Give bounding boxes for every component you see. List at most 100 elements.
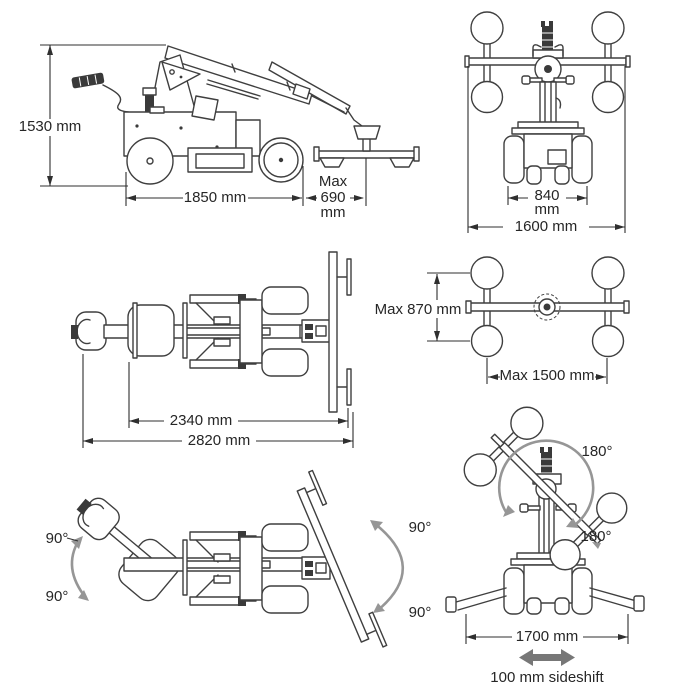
bolt-dot xyxy=(135,124,139,128)
outrigger-foot xyxy=(445,596,457,613)
cylinder-bolt xyxy=(541,21,545,27)
suction-cup xyxy=(470,256,504,290)
pad-frame-drawing xyxy=(465,256,630,358)
suction-cup xyxy=(470,80,504,114)
chassis-plate xyxy=(517,121,579,129)
angle-rotation-upper: 180° xyxy=(581,443,612,460)
mast-lines xyxy=(544,81,552,127)
chassis-plate xyxy=(511,127,585,135)
pad-frame-bar xyxy=(498,441,594,537)
pivot-bolt xyxy=(169,69,175,75)
side-knob xyxy=(521,75,531,85)
pad-bar-endcap xyxy=(313,146,320,162)
sideshift-arrow-right xyxy=(561,649,575,666)
outrigger-foot xyxy=(633,595,645,612)
dim-pad-max-3: mm xyxy=(321,204,346,221)
crossbar-top xyxy=(328,251,338,413)
control-pod xyxy=(145,94,154,118)
boom-collar xyxy=(292,83,311,100)
knob-shaft xyxy=(553,77,567,83)
cylinder-cap xyxy=(238,596,246,606)
rear-wheel-top xyxy=(261,286,309,315)
front-wheel xyxy=(126,137,174,185)
hub-block xyxy=(305,561,313,567)
cylinder-cap xyxy=(238,531,246,541)
side-view: 1530 mm 1850 mm Max 690 mm xyxy=(17,44,420,221)
suction-cup xyxy=(470,11,504,45)
wheel xyxy=(571,135,593,184)
tiller-grip xyxy=(71,325,78,339)
hub-block xyxy=(305,324,313,330)
tiller-turned xyxy=(76,497,154,566)
top-view: 2340 mm 2820 mm xyxy=(71,251,354,449)
dim-side-height-group: 1530 mm xyxy=(17,44,166,187)
wheel-inner xyxy=(526,165,542,185)
tilt-arc xyxy=(372,521,405,613)
angle-steer-down: 90° xyxy=(46,588,69,605)
side-knob xyxy=(565,75,575,85)
mid-plate xyxy=(213,575,231,584)
steer-leader xyxy=(66,537,79,542)
mast-front xyxy=(539,81,557,127)
pad-frame-rotated xyxy=(463,406,628,571)
hub-dashed xyxy=(533,293,561,321)
tilt-arrow-up xyxy=(370,520,383,531)
cylinder-bolt xyxy=(549,21,553,27)
suction-cup xyxy=(549,539,581,571)
control-pod-top xyxy=(142,87,157,96)
sideshift-arrow-shaft xyxy=(531,654,563,661)
control-hose xyxy=(102,84,142,114)
boom-jib xyxy=(268,61,351,115)
pad-bar-side xyxy=(317,150,417,159)
pivot-dot xyxy=(179,75,183,79)
front-wheel-top xyxy=(127,304,175,357)
cylinder-cap xyxy=(238,359,246,369)
cylinder-bolt xyxy=(548,447,552,453)
dim-front-inner-1: 840 xyxy=(534,187,559,204)
handle-grip xyxy=(71,72,105,89)
dim-spread-vertical: Max 870 mm xyxy=(375,301,462,318)
crossbar-tilted xyxy=(296,469,388,648)
sideshift-arrow-left xyxy=(519,649,533,666)
dim-top-outer-group: 2820 mm xyxy=(82,354,354,449)
side-view-machine xyxy=(71,45,420,185)
rotation-arrow-left xyxy=(503,505,515,517)
dim-track-width: 1700 mm xyxy=(516,628,579,645)
wheel-inner xyxy=(554,597,570,615)
dim-front-outer-group: 1600 mm xyxy=(467,66,626,235)
pad-arms xyxy=(336,276,348,388)
outriggers xyxy=(455,587,641,611)
hub-block xyxy=(315,562,327,574)
suction-cup xyxy=(596,492,628,524)
cylinder-bottom xyxy=(189,359,241,369)
front-view-machine xyxy=(464,11,631,185)
tilt-arrow-down xyxy=(373,603,385,613)
tip-link xyxy=(345,107,363,127)
steering-machine xyxy=(76,469,388,648)
lever xyxy=(555,97,562,109)
pad-edge xyxy=(346,258,352,296)
dim-spread-horizontal-group: Max 1500 mm xyxy=(486,358,608,384)
hub-block xyxy=(305,570,313,576)
rear-wheel-top xyxy=(261,523,309,552)
steering-annotations: 90° 90° 90° 90° xyxy=(46,519,432,621)
cylinder-bolt xyxy=(540,447,544,453)
tilt-link xyxy=(311,95,345,113)
cylinder-top xyxy=(189,531,241,541)
suction-pad-side xyxy=(319,157,345,168)
front-hub xyxy=(146,157,154,165)
body-cover xyxy=(191,95,219,121)
lift-cylinder xyxy=(541,452,552,482)
hub-center xyxy=(543,303,551,311)
wheel xyxy=(503,135,525,184)
hub-block xyxy=(315,325,327,337)
wheel-inner xyxy=(554,165,570,185)
rotation-arrow-right xyxy=(566,518,579,528)
bar-endcap xyxy=(623,300,630,314)
engine-box xyxy=(523,564,573,604)
body-tab xyxy=(149,106,165,114)
crossbar-endcap xyxy=(464,55,470,68)
rotation-annotations: 180° 180° xyxy=(497,439,613,549)
sideshift-label: 100 mm sideshift xyxy=(490,669,604,686)
